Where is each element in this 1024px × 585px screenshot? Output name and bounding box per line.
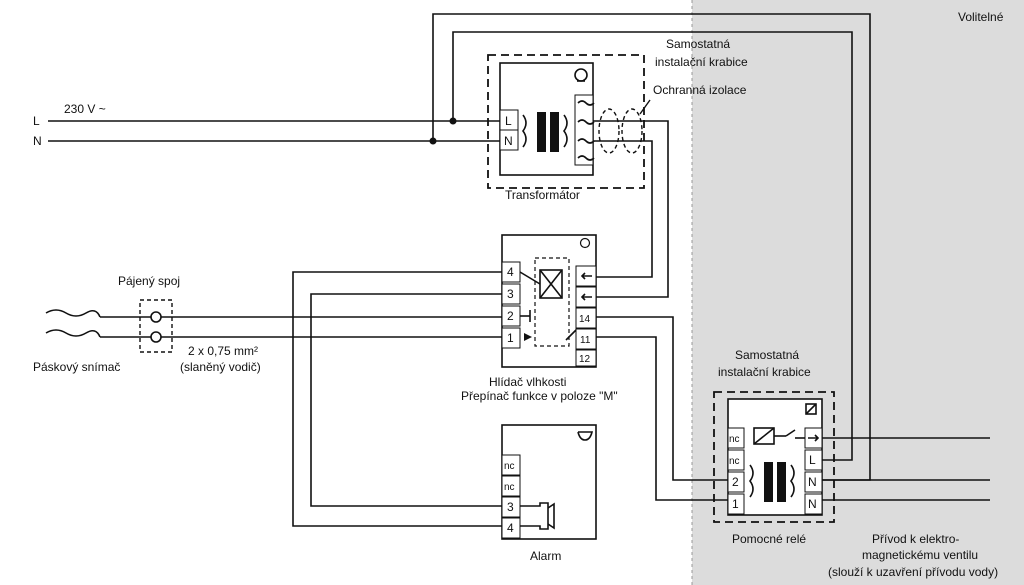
line-n-label: N <box>33 134 42 148</box>
transformer-label: Transformátor <box>505 188 580 202</box>
aux-relay-label: Pomocné relé <box>732 532 806 546</box>
alarm-device: nc nc 3 4 Alarm <box>501 424 597 563</box>
solder-joint-label: Pájený spoj <box>118 274 180 288</box>
terminal-label: L <box>809 453 816 467</box>
optional-zone-label: Volitelné <box>958 10 1004 24</box>
terminal-label: 2 <box>507 309 514 323</box>
line-l-label: L <box>33 114 40 128</box>
terminal-label: 2 <box>732 475 739 489</box>
valve-supply-label: magnetickému ventilu <box>862 548 978 562</box>
terminal-label: 4 <box>507 265 514 279</box>
separate-box-label: Samostatná <box>666 37 730 51</box>
terminal-label: 1 <box>507 331 514 345</box>
terminal-label: 3 <box>507 500 514 514</box>
terminal-label: N <box>808 475 817 489</box>
protective-insulation-symbol <box>598 99 651 154</box>
voltage-label: 230 V ~ <box>64 102 106 116</box>
cable-spec-label: 2 x 0,75 mm² <box>188 344 258 358</box>
terminal-label: L <box>505 114 512 128</box>
valve-supply-label: (slouží k uzavření přívodu vody) <box>828 565 998 579</box>
monitor-label: Hlídač vlhkosti <box>489 375 566 389</box>
terminal-label: 14 <box>579 314 591 325</box>
valve-supply-label: Přívod k elektro- <box>872 532 959 546</box>
terminal-label: 12 <box>579 354 591 365</box>
separate-box-label: instalační krabice <box>655 55 748 69</box>
separate-box-label: instalační krabice <box>718 365 811 379</box>
terminal-label: 11 <box>580 335 591 346</box>
terminal-label: N <box>808 497 817 511</box>
terminal-label: N <box>504 134 513 148</box>
cable-spec-label: (slaněný vodič) <box>180 360 261 374</box>
separate-box-label: Samostatná <box>735 348 799 362</box>
terminal-label: nc <box>504 482 515 493</box>
moisture-monitor: 4 3 2 1 14 11 12 Hlídač vlhkosti Přepína… <box>461 234 618 403</box>
protective-insulation-label: Ochranná izolace <box>653 83 747 97</box>
auxiliary-relay: nc nc 2 1 L N N <box>713 391 835 523</box>
terminal-label: 4 <box>507 521 514 535</box>
terminal-label: nc <box>729 456 740 467</box>
alarm-label: Alarm <box>530 549 561 563</box>
terminal-label: nc <box>504 461 515 472</box>
transformer: L N Transformátor <box>487 54 645 202</box>
solder-joint <box>139 299 173 353</box>
terminal-label: 3 <box>507 287 514 301</box>
monitor-label: Přepínač funkce v poloze "M" <box>461 389 618 403</box>
terminal-label: 1 <box>732 497 739 511</box>
tape-sensor-label: Páskový snímač <box>33 360 120 374</box>
terminal-label: nc <box>729 434 740 445</box>
wires <box>45 13 990 527</box>
